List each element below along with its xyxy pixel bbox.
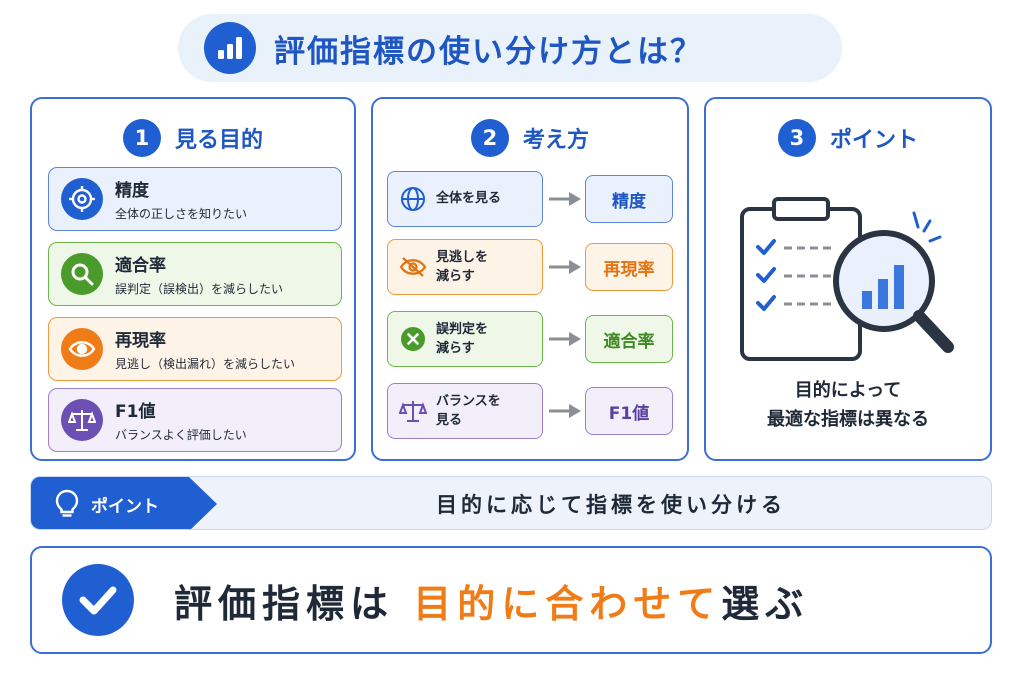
result-box-accuracy: 精度 xyxy=(585,175,673,223)
eye-slash-icon xyxy=(396,250,430,284)
eye-icon xyxy=(61,328,103,370)
scale-icon xyxy=(396,394,430,428)
panel-title: 見る目的 xyxy=(174,128,263,153)
card-recall: 再現率 見逃し（検出漏れ）を減らしたい xyxy=(48,317,342,381)
x-circle-icon xyxy=(396,322,430,356)
panel-title: 考え方 xyxy=(522,128,589,153)
point-banner: ポイント 目的に応じて指標を使い分ける xyxy=(30,476,992,530)
point-tag: ポイント xyxy=(31,477,217,529)
conclusion-highlight: 目的に合わせて xyxy=(413,581,722,626)
approach-box-missed: 見逃しを 減らす xyxy=(387,239,543,295)
metric-name: 再現率 xyxy=(115,331,166,351)
globe-icon xyxy=(396,182,430,216)
metric-desc: 誤判定（誤検出）を減らしたい xyxy=(115,282,284,296)
target-icon xyxy=(61,178,103,220)
card-precision: 適合率 誤判定（誤検出）を減らしたい xyxy=(48,242,342,306)
result-box-recall: 再現率 xyxy=(585,243,673,291)
scale-icon xyxy=(61,399,103,441)
arrow-right-icon xyxy=(549,260,581,274)
lightbulb-icon xyxy=(55,489,79,517)
approach-text: 誤判定を 減らす xyxy=(436,321,489,357)
point-text: 目的によって 最適な指標は異なる xyxy=(767,380,929,430)
card-f1: F1値 バランスよく評価したい xyxy=(48,388,342,452)
check-icon xyxy=(62,564,134,636)
magnifier-icon xyxy=(61,253,103,295)
approach-box-misjudge: 誤判定を 減らす xyxy=(387,311,543,367)
arrow-right-icon xyxy=(549,192,581,206)
step-number: 1 xyxy=(122,119,161,157)
step-number: 2 xyxy=(470,119,509,157)
point-banner-text: 目的に応じて指標を使い分ける xyxy=(436,493,786,517)
conclusion-text: 評価指標は 目的に合わせて選ぶ xyxy=(174,573,809,628)
clipboard-magnifier-icon xyxy=(740,197,954,361)
bar-chart-icon xyxy=(204,22,256,74)
panel-purpose: 1 見る目的 精度 全体の正しさを知りたい 適合率 誤判定（誤検出）を減らしたい xyxy=(30,97,356,461)
metric-desc: 全体の正しさを知りたい xyxy=(115,207,248,221)
panel-approach: 2 考え方 全体を見る 精度 見逃しを 減らす 再現率 xyxy=(371,97,689,461)
conclusion-part3: 選ぶ xyxy=(721,581,810,626)
page-title: 評価指標の使い分け方とは？ xyxy=(274,33,703,70)
approach-text: 見逃しを 減らす xyxy=(436,249,489,285)
arrow-right-icon xyxy=(549,332,581,346)
metric-desc: バランスよく評価したい xyxy=(115,428,247,442)
panel-point: 3 ポイント 目的によって 最適な指標は異なる xyxy=(704,97,992,461)
title-banner: 評価指標の使い分け方とは？ xyxy=(178,14,842,82)
approach-text: 全体を見る xyxy=(436,191,502,207)
conclusion-part1: 評価指標は xyxy=(174,581,395,626)
arrow-right-icon xyxy=(549,404,581,418)
metric-desc: 見逃し（検出漏れ）を減らしたい xyxy=(115,357,296,371)
card-accuracy: 精度 全体の正しさを知りたい xyxy=(48,167,342,231)
point-tag-label: ポイント xyxy=(91,496,159,517)
result-box-f1: F1値 xyxy=(585,387,673,435)
metric-name: 適合率 xyxy=(115,256,166,276)
metric-name: F1値 xyxy=(115,402,156,422)
approach-text: バランスを 見る xyxy=(436,393,501,429)
approach-box-overall: 全体を見る xyxy=(387,171,543,227)
step-number: 3 xyxy=(777,119,816,157)
metric-name: 精度 xyxy=(115,181,149,201)
panel-title: ポイント xyxy=(829,128,918,153)
result-box-precision: 適合率 xyxy=(585,315,673,363)
approach-box-balance: バランスを 見る xyxy=(387,383,543,439)
conclusion-box: 評価指標は 目的に合わせて選ぶ xyxy=(30,546,992,654)
